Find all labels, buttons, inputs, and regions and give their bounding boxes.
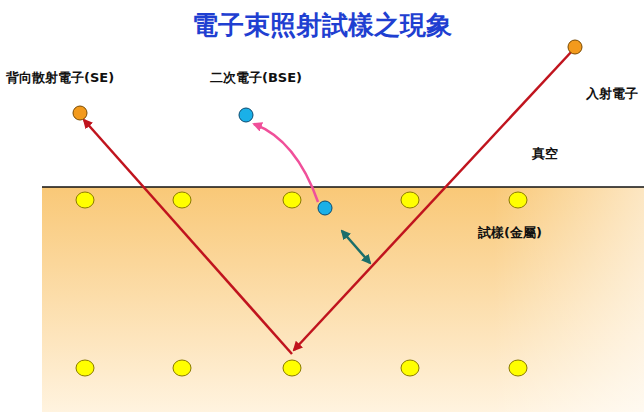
specimen-label: 試樣(金屬) (478, 225, 542, 241)
secondary-label: 二次電子(BSE) (210, 70, 302, 86)
incident-label: 入射電子 (586, 86, 638, 102)
backscatter-label: 背向散射電子(SE) (6, 70, 114, 86)
diagram-title: 電子束照射試樣之現象 (192, 10, 452, 41)
vacuum-label: 真空 (532, 146, 558, 162)
